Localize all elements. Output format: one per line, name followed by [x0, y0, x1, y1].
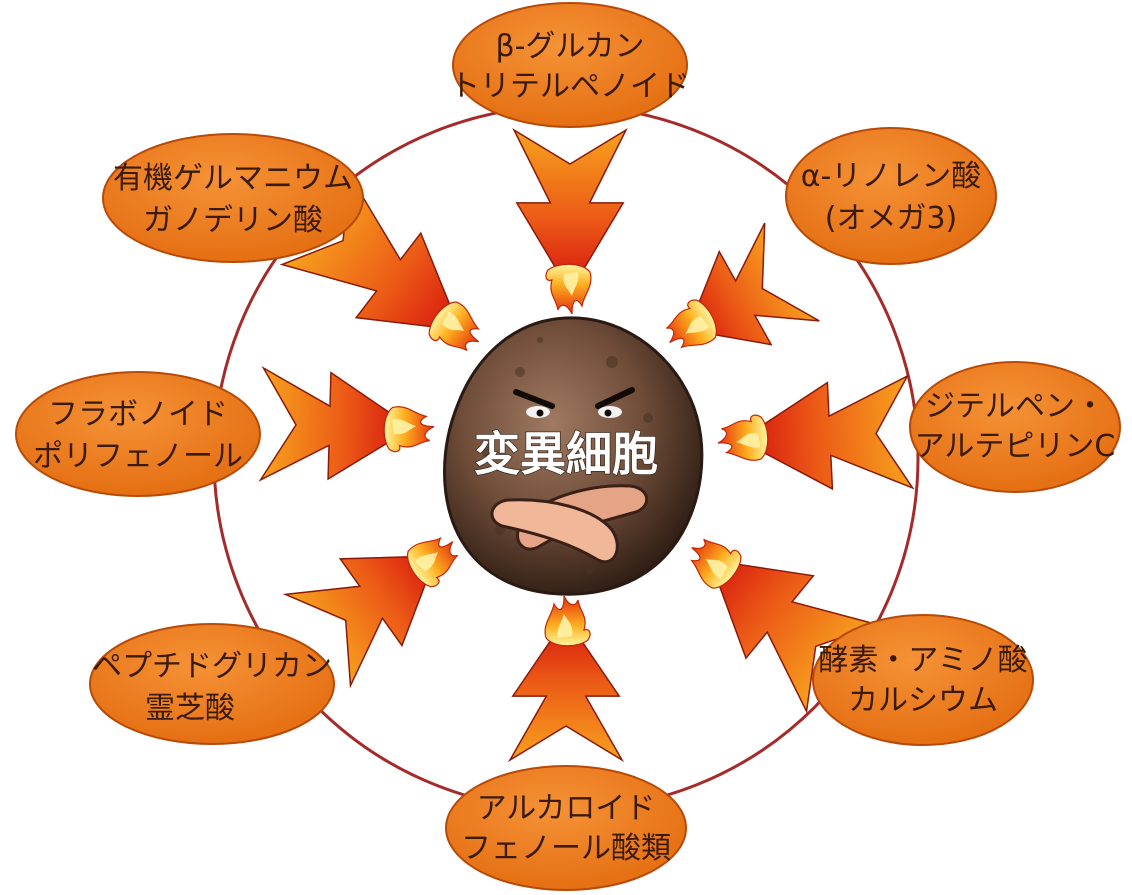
- node-line2: トリテルペノイド: [450, 69, 690, 104]
- node-line2: カルシウム: [848, 683, 998, 718]
- flame-icon: [690, 538, 742, 589]
- red-arrow-icon: [258, 365, 414, 482]
- node-line2: (オメガ3): [825, 201, 958, 236]
- node-peptide: ペプチドグリカン 霊芝酸: [89, 623, 335, 745]
- node-line1: 酵素・アミノ酸: [818, 643, 1027, 678]
- red-arrow-icon: [282, 555, 438, 689]
- flame-icon: [383, 406, 435, 453]
- flame-icon: [428, 301, 480, 351]
- node-ellipse: [102, 133, 364, 263]
- node-ellipse: [89, 623, 335, 745]
- node-line1: 有機ゲルマニウム: [113, 161, 353, 196]
- node-enzyme: 酵素・アミノ酸 カルシウム: [812, 614, 1034, 746]
- node-line2: 霊芝酸: [145, 691, 235, 726]
- node-line2: ガノデリン酸: [143, 203, 323, 238]
- red-arrow-icon: [738, 374, 915, 491]
- node-alkaloid: アルカロイド フェノール酸類: [445, 765, 687, 891]
- node-ellipse: [785, 127, 997, 265]
- node-line1: アルカロイド: [477, 791, 656, 826]
- node-ellipse: [812, 614, 1034, 746]
- flame-icon: [666, 299, 717, 349]
- node-ellipse: [15, 371, 261, 497]
- node-line1: フラボノイド: [48, 397, 228, 432]
- arrow-group: [258, 128, 915, 763]
- red-arrow-icon: [512, 128, 628, 294]
- mutant-cell: 変異細胞: [443, 316, 704, 596]
- red-arrow-icon: [686, 222, 820, 346]
- red-arrow-icon: [507, 616, 625, 763]
- node-beta-glucan: β-グルカン トリテルペノイド: [450, 2, 690, 128]
- node-line1: α-リノレン酸: [801, 159, 982, 194]
- center-label: 変異細胞: [474, 427, 658, 481]
- node-line1: β-グルカン: [495, 29, 644, 64]
- node-ellipse: [909, 361, 1121, 493]
- flame-icon: [544, 595, 591, 647]
- node-flavonoid: フラボノイド ポリフェノール: [15, 371, 261, 497]
- node-alpha-linolenic: α-リノレン酸 (オメガ3): [785, 127, 997, 265]
- node-ellipse: [452, 2, 688, 128]
- node-line2: フェノール酸類: [461, 831, 671, 866]
- flame-icon: [406, 536, 459, 588]
- cell-arms: [490, 484, 648, 564]
- node-line1: ジテルペン・: [925, 389, 1105, 424]
- cell-face: [513, 387, 635, 418]
- red-arrow-icon: [279, 173, 462, 331]
- node-line2: アルテピリンC: [915, 429, 1116, 464]
- node-line1: ペプチドグリカン: [92, 649, 332, 684]
- flame-icon: [545, 263, 592, 315]
- node-ellipse: [445, 765, 687, 891]
- flame-icon: [717, 414, 769, 461]
- node-line2: ポリフェノール: [33, 439, 243, 474]
- node-diterpene: ジテルペン・ アルテピリンC: [909, 361, 1121, 493]
- node-germanium: 有機ゲルマニウム ガノデリン酸: [102, 133, 364, 263]
